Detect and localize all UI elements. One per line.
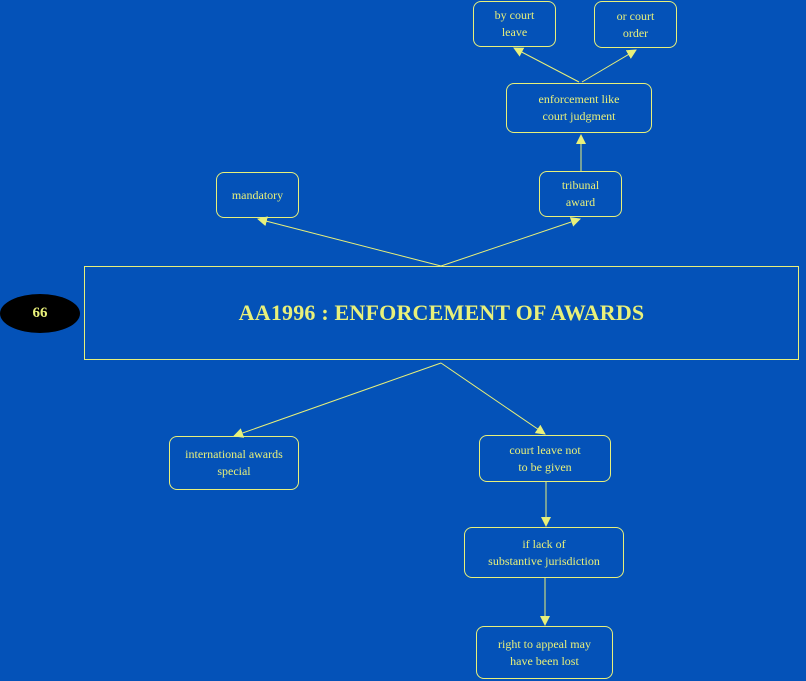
arrow-enforcement-to-court-order xyxy=(581,49,637,83)
slide-number-badge: 66 xyxy=(0,294,80,333)
slide-number: 66 xyxy=(32,305,48,321)
node-by-court-leave: by court leave xyxy=(473,1,556,47)
main-title: AA1996 : ENFORCEMENT OF AWARDS xyxy=(238,300,645,325)
arrow-main-to-tribunal-award xyxy=(440,217,581,267)
node-or-court-order: or court order xyxy=(594,1,677,48)
node-lack-of-jurisdiction: if lack of substantive jurisdiction xyxy=(464,527,624,578)
node-court-leave-not-given: court leave not to be given xyxy=(479,435,611,482)
arrow-main-to-mandatory xyxy=(257,216,442,267)
arrow-main-to-international xyxy=(233,362,442,438)
arrow-main-to-court-leave-not-given xyxy=(440,362,546,435)
node-enforcement-like-court-judgment: enforcement like court judgment xyxy=(506,83,652,133)
arrow-enforcement-to-by-court-leave xyxy=(513,47,580,83)
node-tribunal-award: tribunal award xyxy=(539,171,622,217)
node-right-to-appeal-lost: right to appeal may have been lost xyxy=(476,626,613,679)
node-mandatory: mandatory xyxy=(216,172,299,218)
node-international-awards-special: international awards special xyxy=(169,436,299,490)
main-topic-box: AA1996 : ENFORCEMENT OF AWARDS xyxy=(84,266,799,360)
